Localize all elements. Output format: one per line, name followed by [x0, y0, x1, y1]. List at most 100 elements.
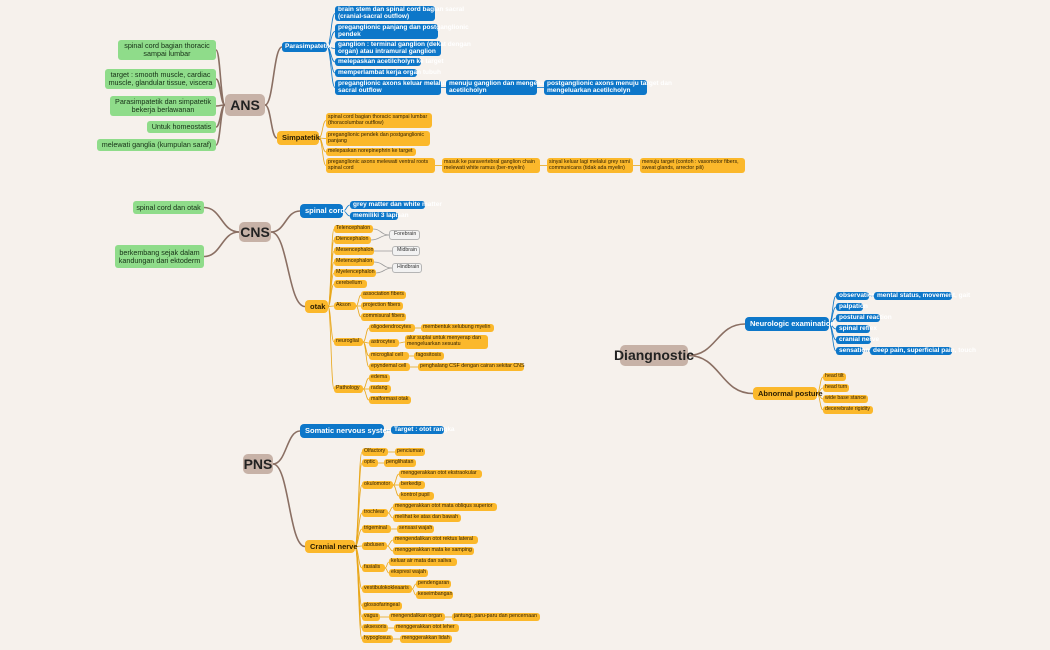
node-ng3a[interactable]: fagositosis — [414, 352, 444, 360]
node-c12[interactable]: hypoglosus — [362, 635, 393, 643]
node-ax3[interactable]: commisural fibers — [361, 313, 406, 321]
node-pat1[interactable]: edema — [369, 374, 390, 382]
node-ng[interactable]: neuroglial — [334, 338, 363, 346]
node-p4[interactable]: melepaskan acetilcholyn ke target — [335, 58, 444, 66]
node-c4[interactable]: trochlear — [362, 509, 388, 517]
node-ne1[interactable]: observation — [836, 292, 876, 300]
node-ng4[interactable]: epyndemal cell — [369, 363, 410, 371]
node-c6[interactable]: abdusen — [362, 542, 387, 550]
node-c7b[interactable]: ekspresi wajah — [389, 569, 428, 577]
node-c8b[interactable]: keseimbangan — [416, 591, 453, 599]
node-c10b[interactable]: jantung, paru-paru dan pencernaan — [452, 613, 540, 621]
node-mb[interactable]: Midbrain — [392, 246, 420, 256]
node-sc1[interactable]: grey matter dan white matter — [350, 201, 442, 209]
node-p1[interactable]: brain stem dan spinal cord bagian sacral… — [335, 6, 464, 21]
node-ne1a[interactable]: mental status, movement, gait — [874, 292, 970, 300]
node-ne6[interactable]: sensation — [836, 347, 869, 355]
node-p2[interactable]: preganglionic panjang dan postganglionic… — [335, 24, 469, 39]
node-c7[interactable]: fasialis — [362, 564, 385, 572]
node-ng1a[interactable]: membentuk selubung myelin — [421, 324, 494, 332]
node-fb[interactable]: Forebrain — [389, 230, 420, 240]
node-ap3[interactable]: wide base stance — [823, 395, 868, 403]
node-ap2[interactable]: head turn — [823, 384, 849, 392]
node-c11a[interactable]: menggerakkan otot leher — [394, 624, 459, 632]
node-som[interactable]: Somatic nervous system — [300, 424, 393, 438]
node-o3[interactable]: Mesencephalon — [334, 247, 374, 255]
node-c12a[interactable]: menggerakkan lidah — [400, 635, 452, 643]
node-cn[interactable]: Cranial nerve — [305, 540, 358, 553]
node-diag[interactable]: Diangnostic — [614, 345, 694, 366]
node-o2[interactable]: Diencephalon — [334, 236, 371, 244]
node-para[interactable]: Parasimpatetik — [282, 42, 331, 52]
node-c7a[interactable]: keluar air mata dan saliva — [389, 558, 457, 566]
node-c5[interactable]: trigeminal — [362, 525, 391, 533]
node-ne3[interactable]: postural reaction — [836, 314, 892, 322]
node-pat2[interactable]: radang — [369, 385, 391, 393]
node-cns[interactable]: CNS — [239, 222, 271, 242]
node-ne6a[interactable]: deep pain, superficial pain, touch — [870, 347, 976, 355]
node-ne[interactable]: Neurologic examination — [745, 317, 835, 331]
node-ap4[interactable]: decerebrate rigidity — [823, 406, 873, 414]
node-hb[interactable]: Hindbrain — [392, 263, 422, 273]
node-otak[interactable]: otak — [305, 300, 328, 313]
node-simp[interactable]: Simpatetik — [277, 131, 320, 145]
node-ap1[interactable]: head tilt — [823, 373, 846, 381]
node-ax[interactable]: Akson — [334, 302, 356, 310]
node-c4a[interactable]: menggerakkan otot mata obliqus superior — [393, 503, 497, 511]
node-ans[interactable]: ANS — [225, 94, 265, 116]
node-c3c[interactable]: kontrol pupil — [399, 492, 434, 500]
node-ax2[interactable]: projection fibers — [361, 302, 403, 310]
node-o6[interactable]: cerebellum — [334, 280, 367, 288]
node-p3[interactable]: ganglion : terminal ganglion (dekat deng… — [335, 41, 471, 56]
node-c1a[interactable]: penciuman — [395, 448, 425, 456]
node-ng2[interactable]: astrocytes — [369, 339, 399, 347]
node-ne2[interactable]: palpation — [836, 303, 868, 311]
node-s3[interactable]: melepaskan norepinephrin ke target — [326, 148, 416, 156]
node-sc2[interactable]: memiliki 3 lapisan — [350, 212, 409, 220]
node-pat3[interactable]: malformasi otak — [369, 396, 411, 404]
node-c6a[interactable]: mengendalikan otot rektus lateral — [393, 536, 478, 544]
node-c6b[interactable]: menggerakkan mata ke samping — [393, 547, 474, 555]
node-c5a[interactable]: sensasi wajah — [397, 525, 434, 533]
node-ax1[interactable]: association fibers — [361, 291, 406, 299]
node-c11[interactable]: aksesoris — [362, 624, 388, 632]
node-c2a[interactable]: penglihatan — [384, 459, 416, 467]
node-c3[interactable]: okulomotor — [362, 481, 393, 489]
node-o5[interactable]: Myelencephalon — [334, 269, 376, 277]
node-p6[interactable]: preganglionic axons keluar melalui crani… — [335, 80, 471, 95]
node-ap[interactable]: Abnormal posture — [753, 387, 823, 400]
node-cns_g1[interactable]: spinal cord dan otak — [133, 201, 204, 214]
node-pat[interactable]: Pathology — [334, 385, 363, 393]
node-s1[interactable]: spinal cord bagian thoracic sampai lumba… — [326, 113, 432, 128]
node-o1[interactable]: Telencephalon — [334, 225, 373, 233]
node-ne4[interactable]: spinal reflex — [836, 325, 877, 333]
node-ng3[interactable]: microglial cell — [369, 352, 409, 360]
node-c8[interactable]: vestibulokokleaaris — [362, 585, 412, 593]
node-som1[interactable]: Target : otot rangka — [391, 426, 455, 434]
node-sc[interactable]: spinal cord — [300, 204, 345, 218]
node-c10a[interactable]: mengendalikan organ — [389, 613, 445, 621]
node-c3a[interactable]: menggerakkan otot ekstraokular — [399, 470, 482, 478]
node-c9[interactable]: glossofaringeal — [362, 602, 402, 610]
node-pns[interactable]: PNS — [243, 454, 273, 474]
node-ne5[interactable]: cranial nerve — [836, 336, 879, 344]
node-ans_g4[interactable]: Untuk homeostatis — [147, 121, 216, 133]
node-c10[interactable]: vagus — [362, 613, 380, 621]
node-p5[interactable]: memperlambat kerja organ tubuh — [335, 69, 441, 77]
node-c4b[interactable]: melihat ke atas dan bawah — [393, 514, 461, 522]
node-c2[interactable]: optic — [362, 459, 378, 467]
node-o4[interactable]: Metencephalon — [334, 258, 374, 266]
node-ans_g5[interactable]: melewati ganglia (kumpulan saraf) — [97, 139, 216, 151]
node-c1[interactable]: Olfactory — [362, 448, 388, 456]
node-ng4a[interactable]: penghalang CSF dengan cairan sekitar CNS — [418, 363, 525, 371]
